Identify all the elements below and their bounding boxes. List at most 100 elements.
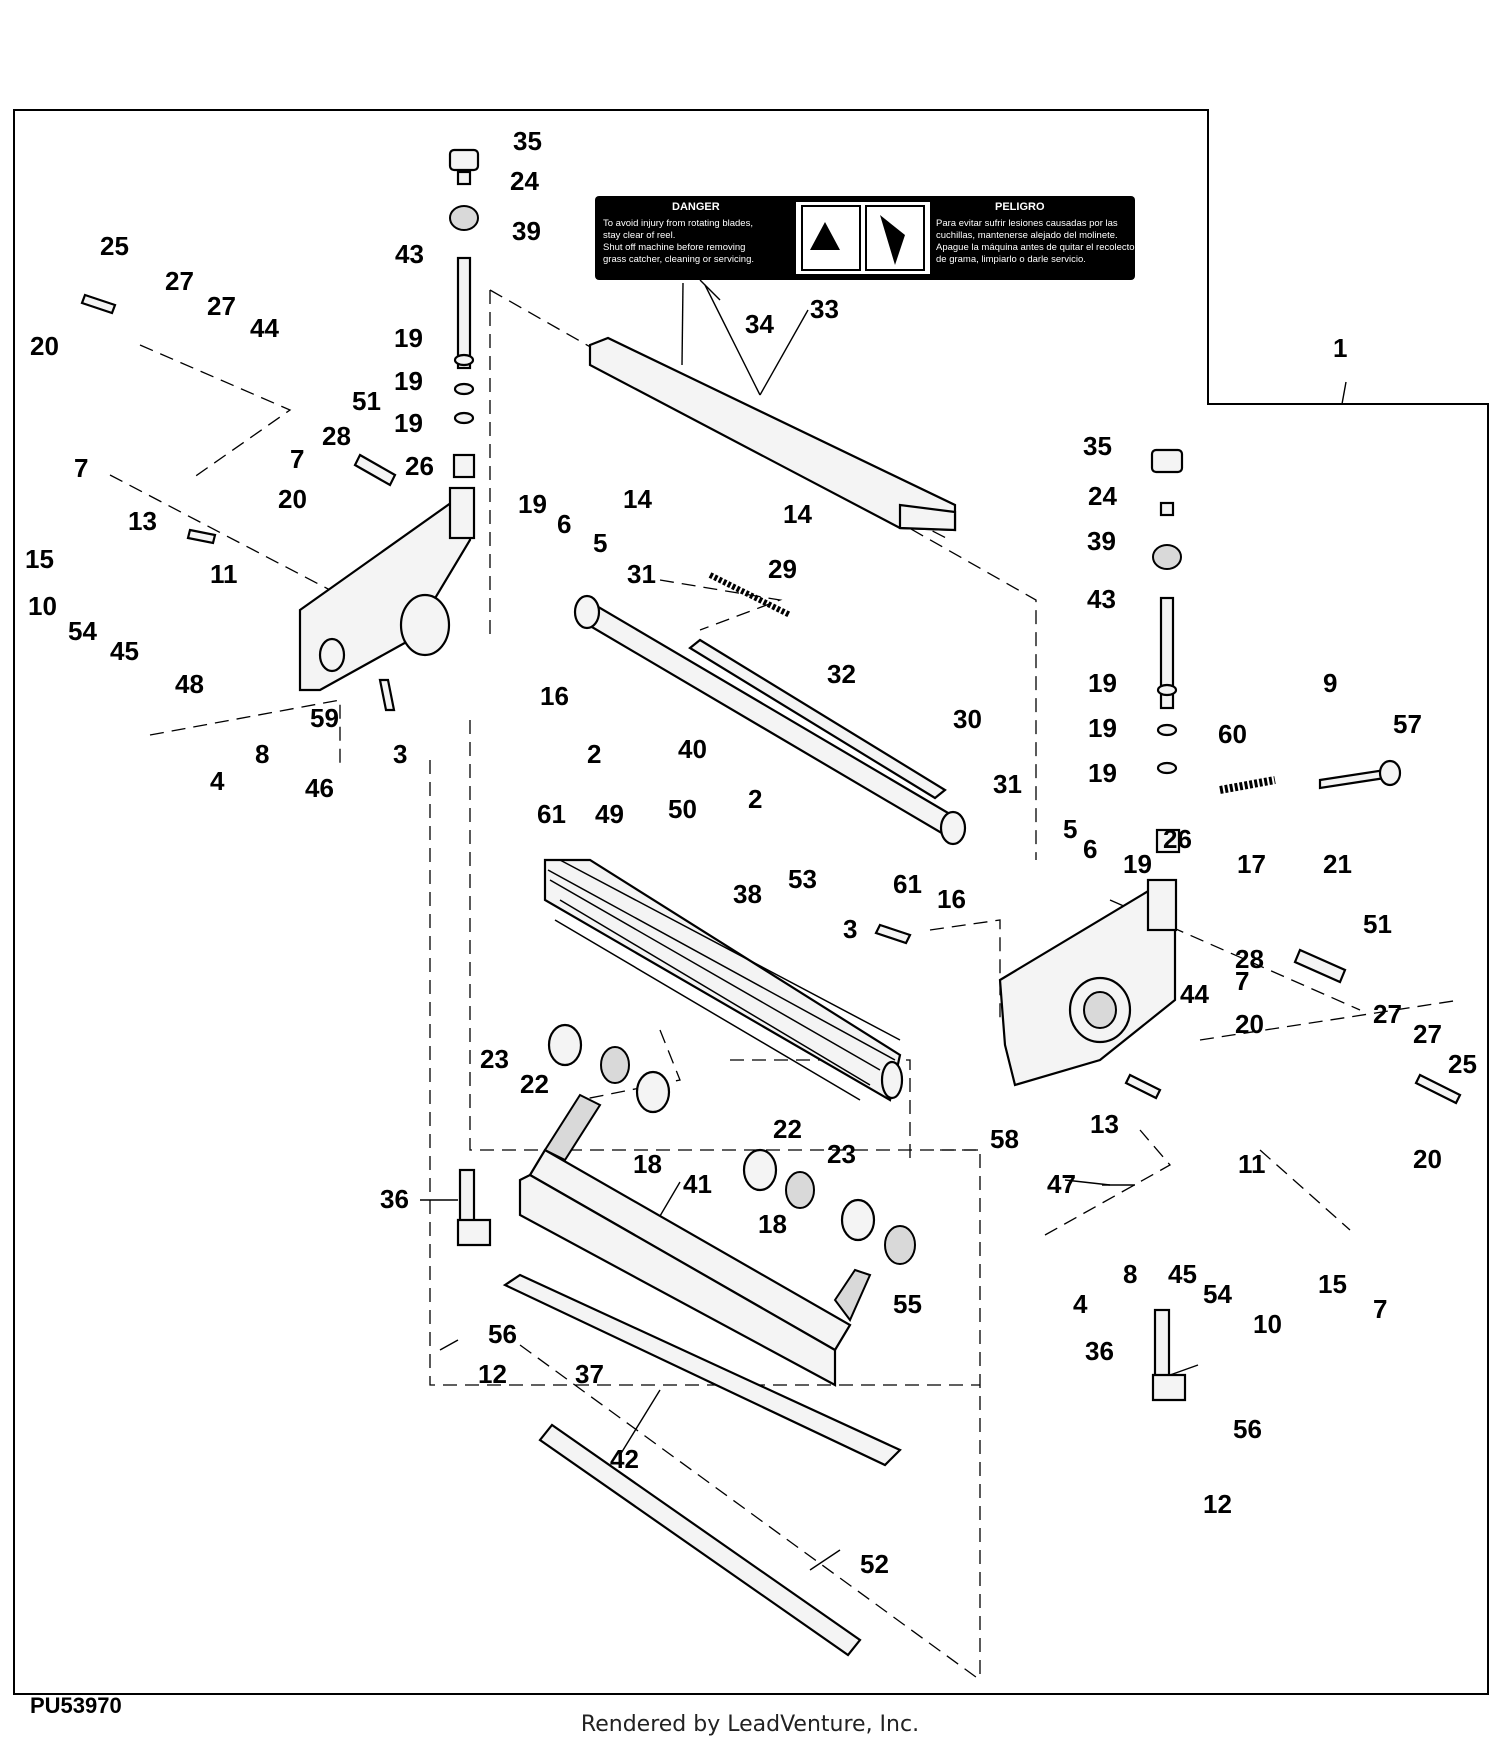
callout: 32 (827, 659, 856, 689)
callout: 18 (633, 1149, 662, 1179)
callout: 39 (1087, 526, 1116, 556)
callout: 11 (1238, 1149, 1266, 1179)
callout: 2 (748, 784, 762, 814)
seal-left-18 (635, 1070, 671, 1114)
callout: 8 (1123, 1259, 1137, 1289)
callout: 26 (1163, 824, 1192, 854)
callout: 22 (520, 1069, 549, 1099)
decal-text: de grama, limpiarlo o darle servicio. (936, 254, 1086, 265)
callout: 45 (110, 636, 139, 666)
hardware-bolts (80, 293, 1462, 1105)
callout: 25 (100, 231, 129, 261)
callout: 20 (1235, 1009, 1264, 1039)
callout: 24 (510, 166, 539, 196)
callout: 44 (250, 313, 279, 343)
right-height-adjuster (1150, 448, 1187, 1402)
callout: 19 (1088, 758, 1117, 788)
callout: 36 (1085, 1336, 1114, 1366)
callout: 61 (537, 799, 566, 829)
callout: 23 (827, 1139, 856, 1169)
callout: 28 (1235, 944, 1264, 974)
decal-text: stay clear of reel. (603, 230, 675, 241)
front-roller-shaft (573, 594, 967, 846)
callout: 49 (595, 799, 624, 829)
callout: 13 (128, 506, 157, 536)
callout: 43 (1087, 584, 1116, 614)
callout: 31 (993, 769, 1022, 799)
callout: 20 (1413, 1144, 1442, 1174)
callout: 38 (733, 879, 762, 909)
callout: 19 (1123, 849, 1152, 879)
callout: 5 (593, 528, 607, 558)
callout: 25 (1448, 1049, 1477, 1079)
callout: 45 (1168, 1259, 1197, 1289)
callout: 18 (758, 1209, 787, 1239)
callout: 61 (893, 869, 922, 899)
rear-roller (538, 1423, 862, 1657)
callout: 53 (788, 864, 817, 894)
callout: 9 (1323, 668, 1337, 698)
callout: 37 (575, 1359, 604, 1389)
callout: 39 (512, 216, 541, 246)
callout: 16 (937, 884, 966, 914)
callout: 29 (768, 554, 797, 584)
decal-text: Para evitar sufrir lesiones causadas por… (936, 218, 1118, 229)
callout: 14 (623, 484, 652, 514)
figure-id: PU53970 (30, 1693, 122, 1718)
callout: 48 (175, 669, 204, 699)
seal-right-18 (742, 1148, 778, 1192)
adjuster-rod (1219, 759, 1402, 794)
callout: 27 (1413, 1019, 1442, 1049)
callout: 30 (953, 704, 982, 734)
callout: 20 (30, 331, 59, 361)
callout: 47 (1047, 1169, 1076, 1199)
callout: 6 (1083, 834, 1097, 864)
callout: 35 (1083, 431, 1112, 461)
callout: 10 (1253, 1309, 1282, 1339)
callout: 26 (405, 451, 434, 481)
callout: 19 (394, 408, 423, 438)
callout: 27 (1373, 999, 1402, 1029)
callout: 14 (783, 499, 812, 529)
callout: 60 (1218, 719, 1247, 749)
callout: 19 (1088, 668, 1117, 698)
left-height-adjuster (448, 148, 492, 1247)
callout: 35 (513, 126, 542, 156)
decal-text: To avoid injury from rotating blades, (603, 218, 753, 229)
callout: 22 (773, 1114, 802, 1144)
reel-shield (588, 336, 957, 532)
callout: 43 (395, 239, 424, 269)
callout: 23 (480, 1044, 509, 1074)
callout: 41 (683, 1169, 712, 1199)
decal-danger: DANGER To avoid injury from rotating bla… (595, 196, 1138, 280)
callout: 24 (1088, 481, 1117, 511)
decal-danger-header: DANGER (672, 201, 720, 213)
cutting-reel (543, 858, 904, 1102)
bearing-right-23 (840, 1198, 876, 1242)
callout: 27 (165, 266, 194, 296)
bedknife-support (518, 1093, 872, 1387)
callout: 27 (207, 291, 236, 321)
diagram-frame (13, 109, 1489, 1695)
callout: 33 (810, 294, 839, 324)
bearing-left-22 (600, 1046, 630, 1084)
callout: 52 (860, 1549, 889, 1579)
callout: 4 (1073, 1289, 1088, 1319)
callout: 55 (893, 1289, 922, 1319)
decal-text: Apague la máquina antes de quitar el rec… (936, 242, 1138, 253)
callout: 13 (1090, 1109, 1119, 1139)
decal-text: grass catcher, cleaning or servicing. (603, 254, 754, 265)
bearing-left-23 (547, 1023, 583, 1067)
callout: 12 (1203, 1489, 1232, 1519)
right-side-plate (998, 878, 1178, 1087)
bearing-right-22 (785, 1171, 815, 1209)
callout: 7 (1235, 966, 1249, 996)
callout: 2 (587, 739, 601, 769)
callout: 19 (394, 323, 423, 353)
nut-55 (884, 1225, 916, 1265)
callout: 42 (610, 1444, 639, 1474)
decal-text: cuchillas, mantenerse alejado del moline… (936, 230, 1118, 241)
callout: 56 (488, 1319, 517, 1349)
callout: 28 (322, 421, 351, 451)
callout: 1 (1333, 333, 1347, 363)
